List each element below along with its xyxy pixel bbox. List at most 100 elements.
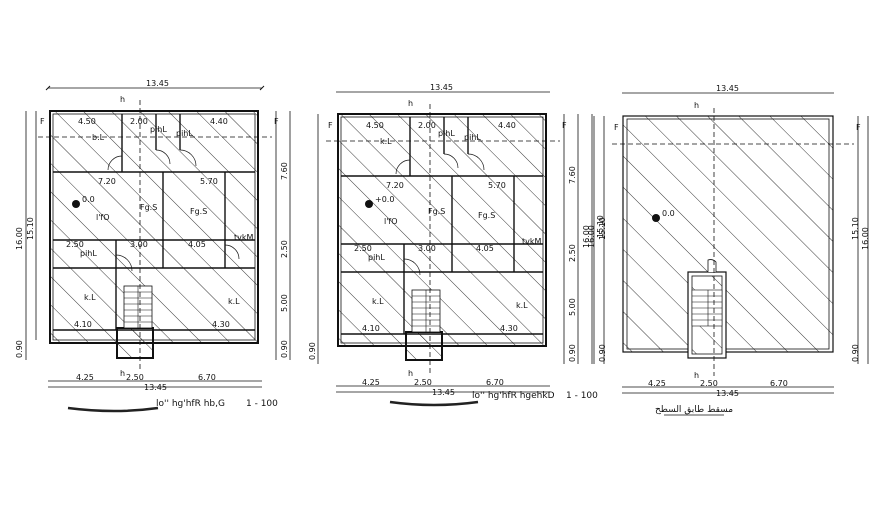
- dim-text: 0.90: [851, 344, 860, 362]
- dim-text: 3.00: [418, 244, 436, 253]
- dim-text: 13.45: [430, 83, 453, 92]
- room-label: tvkM: [234, 233, 254, 242]
- dim-text: 4.40: [498, 121, 516, 130]
- top-dimension: 13.45: [45, 79, 265, 91]
- dim-text: 15.10: [598, 217, 607, 240]
- room-label: Fg.S: [190, 207, 207, 216]
- dim-text: 2.50: [280, 240, 289, 258]
- dim-text: 2.00: [418, 121, 436, 130]
- level-marker-icon: [652, 214, 660, 222]
- stair-bump: [405, 331, 443, 361]
- dim-text: 0.90: [598, 344, 607, 362]
- dim-text: 13.45: [716, 389, 739, 398]
- dim-text: 5.00: [280, 294, 289, 312]
- section-mark: F: [328, 121, 333, 130]
- room-label: pihL: [80, 249, 97, 258]
- level-marker-icon: [365, 200, 373, 208]
- dim-text: 4.25: [362, 378, 380, 387]
- dim-text: 2.50: [414, 378, 432, 387]
- dim-text: 3.00: [130, 240, 148, 249]
- section-mark: h: [694, 371, 699, 380]
- room-label: l'fO: [96, 213, 110, 222]
- dim-text: 4.05: [476, 244, 494, 253]
- room-label: Fg.S: [140, 203, 157, 212]
- dim-text: 4.30: [500, 324, 518, 333]
- title-underline: [389, 400, 479, 407]
- dim-text: 0.90: [280, 340, 289, 358]
- room-label: pihL: [464, 133, 481, 142]
- dim-text: 5.70: [200, 177, 218, 186]
- dim-text: 5.70: [488, 181, 506, 190]
- dim-text: 2.50: [700, 379, 718, 388]
- room-label: tvkM: [522, 237, 542, 246]
- dim-text: 7.20: [386, 181, 404, 190]
- room-label: pihL: [150, 125, 167, 134]
- dim-text: 15.10: [596, 215, 605, 238]
- dim-text: 6.70: [770, 379, 788, 388]
- room-label: k.L: [84, 293, 96, 302]
- dim-text: 4.50: [366, 121, 384, 130]
- dim-text: 0.90: [308, 342, 317, 360]
- dim-text: 6.70: [486, 378, 504, 387]
- section-mark: F: [40, 117, 45, 126]
- room-label: k.L: [372, 297, 384, 306]
- section-mark: h: [408, 369, 413, 378]
- dim-text: 2.50: [568, 244, 577, 262]
- room-label: k.L: [516, 301, 528, 310]
- level-marker-icon: [72, 200, 80, 208]
- level-text: 0.0: [662, 209, 675, 218]
- dim-text: 13.45: [432, 388, 455, 397]
- section-mark: F: [614, 123, 619, 132]
- dim-text: 7.60: [280, 162, 289, 180]
- dim-text: 16.00: [861, 227, 870, 250]
- section-mark: h: [120, 95, 125, 104]
- dim-text: 16.00: [587, 225, 596, 248]
- room-label: k.L: [380, 137, 392, 146]
- dim-text: 4.50: [78, 117, 96, 126]
- room-label: Fg.S: [478, 211, 495, 220]
- dim-text: 2.00: [130, 117, 148, 126]
- dim-text: 7.20: [98, 177, 116, 186]
- dim-text: 4.10: [362, 324, 380, 333]
- dim-text: 4.10: [74, 320, 92, 329]
- room-label: pihL: [368, 253, 385, 262]
- roof-outline: [622, 115, 834, 353]
- room-label: b.L: [92, 133, 105, 142]
- ground-floor-plan: 13.45: [15, 79, 291, 413]
- section-mark: h: [120, 369, 125, 378]
- section-mark: h: [694, 101, 699, 110]
- dim-text: 15.10: [26, 217, 35, 240]
- room-label: l'fO: [384, 217, 398, 226]
- level-text: +0.0: [375, 195, 394, 204]
- dim-text: 13.45: [146, 79, 169, 88]
- dim-text: 6.70: [198, 373, 216, 382]
- typical-floor-plan: 13.45 h: [308, 83, 605, 407]
- room-label: k.L: [228, 297, 240, 306]
- building-outline: [337, 113, 547, 347]
- stair-bump: [116, 327, 154, 359]
- dim-text: 0.90: [568, 344, 577, 362]
- dim-text: 15.10: [851, 217, 860, 240]
- dim-text: 4.40: [210, 117, 228, 126]
- dim-text: 4.30: [212, 320, 230, 329]
- dim-text: 5.00: [568, 298, 577, 316]
- dim-text: 2.50: [66, 240, 84, 249]
- section-mark: F: [274, 117, 279, 126]
- dim-text: 0.90: [15, 340, 24, 358]
- dim-text: 13.45: [716, 84, 739, 93]
- level-text: 0.0: [82, 195, 95, 204]
- roof-plan: 13.45 h h F F 0.0 16.00 15.10 0.90 15.10…: [587, 84, 870, 416]
- section-mark: h: [408, 99, 413, 108]
- room-label: pihL: [176, 129, 193, 138]
- section-mark: F: [562, 121, 567, 130]
- dim-text: 4.25: [76, 373, 94, 382]
- dim-text: 2.50: [354, 244, 372, 253]
- plan-title: مسقط طابق السطح: [655, 405, 733, 415]
- plan-title: lo'' hg'hfR hgehkD: [472, 391, 555, 401]
- room-label: Fg.S: [428, 207, 445, 216]
- dim-text: 2.50: [126, 373, 144, 382]
- dim-text: 4.05: [188, 240, 206, 249]
- room-label: pihL: [438, 129, 455, 138]
- dim-text: 13.45: [144, 383, 167, 392]
